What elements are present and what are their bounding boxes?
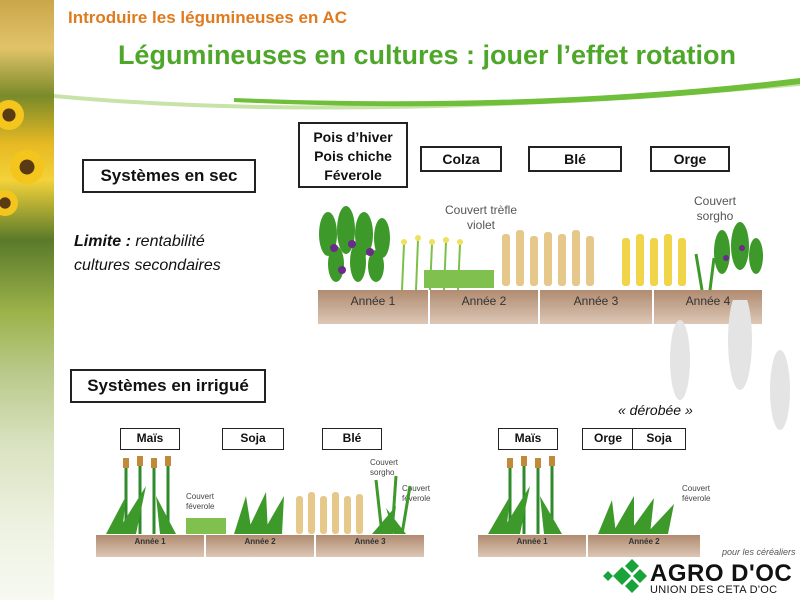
cover-feverole-b-line1: Couvert: [402, 484, 431, 493]
decorative-field-photo: [0, 0, 54, 600]
irrigated-crop-mais: Maïs: [120, 428, 180, 450]
crop-box-legumes: Pois d’hiver Pois chiche Féverole: [298, 122, 408, 188]
dry-year-2: Année 2: [430, 290, 538, 324]
irrigated-systems-label: Systèmes en irrigué: [70, 369, 266, 403]
irrigated-crop-ble: Blé: [322, 428, 382, 450]
derobee-crop-soja: Soja: [632, 428, 686, 450]
cover-sorgho-line2: sorgho: [370, 468, 395, 477]
page-title: Légumineuses en cultures : jouer l’effet…: [117, 40, 737, 70]
title-swoosh: [54, 78, 800, 110]
irrigated-crop-soja: Soja: [222, 428, 284, 450]
cover-note-trefle-line1: Couvert trèfle: [444, 203, 518, 217]
crop-label-pois-hiver: Pois d’hiver: [313, 129, 393, 145]
derobee-crop-mais: Maïs: [498, 428, 558, 450]
irrigated-right-plants: [488, 456, 674, 534]
derobee-year-2: Année 2: [588, 535, 700, 557]
derobee-cover-line2: féverole: [682, 494, 711, 503]
cover-note-trefle-line2: violet: [466, 218, 495, 232]
dry-systems-label: Systèmes en sec: [82, 159, 256, 193]
agro-doc-logo-icon: [603, 559, 647, 593]
irrigated-left-plants: [106, 456, 412, 535]
irrigated-cover-feverole-a: Couvert féverole: [186, 492, 214, 512]
logo-subname: UNION DES CETA D'OC: [650, 584, 778, 596]
crop-box-colza: Colza: [420, 146, 502, 172]
irrigated-cover-sorgho: Couvert sorgho: [370, 458, 398, 478]
decorative-wheat-watermark: [670, 300, 790, 430]
crop-label-feverole: Féverole: [324, 167, 382, 183]
derobee-cover-line1: Couvert: [682, 484, 711, 493]
cover-feverole-b-line2: féverole: [402, 494, 431, 503]
irrigated-cover-feverole-b: Couvert féverole: [402, 484, 430, 504]
limitation-note: Limite : rentabilité cultures secondaire…: [74, 230, 221, 278]
dry-year-3: Année 3: [540, 290, 652, 324]
dry-rotation-plants: [319, 206, 763, 290]
limitation-text-2: cultures secondaires: [74, 257, 221, 274]
irrigated-left-year-2: Année 2: [206, 535, 314, 557]
limitation-label: Limite :: [74, 233, 131, 250]
cover-note-trefle: Couvert trèfle violet: [436, 203, 526, 233]
cover-note-sorgho-line1: Couvert: [693, 194, 737, 208]
section-subtitle: Introduire les légumineuses en AC: [68, 8, 347, 27]
cover-feverole-a-line2: féverole: [186, 502, 215, 511]
derobee-note: « dérobée »: [618, 402, 693, 418]
cover-sorgho-line1: Couvert: [370, 458, 399, 467]
crop-box-orge: Orge: [650, 146, 730, 172]
irrigated-left-year-3: Année 3: [316, 535, 424, 557]
dry-year-1: Année 1: [318, 290, 428, 324]
irrigated-left-year-1: Année 1: [96, 535, 204, 557]
derobee-year-1: Année 1: [478, 535, 586, 557]
crop-label-pois-chiche: Pois chiche: [314, 148, 392, 164]
derobee-cover-feverole: Couvert féverole: [682, 484, 710, 504]
logo-name: AGRO D'OC: [650, 560, 793, 587]
crop-box-ble: Blé: [528, 146, 622, 172]
cover-note-sorgho: Couvert sorgho: [690, 194, 740, 224]
derobee-crop-orge: Orge: [582, 428, 634, 450]
cover-feverole-a-line1: Couvert: [186, 492, 215, 501]
limitation-text-1: rentabilité: [135, 233, 205, 250]
cover-note-sorgho-line2: sorgho: [696, 209, 734, 223]
logo-tagline: pour les céréaliers: [722, 547, 796, 557]
